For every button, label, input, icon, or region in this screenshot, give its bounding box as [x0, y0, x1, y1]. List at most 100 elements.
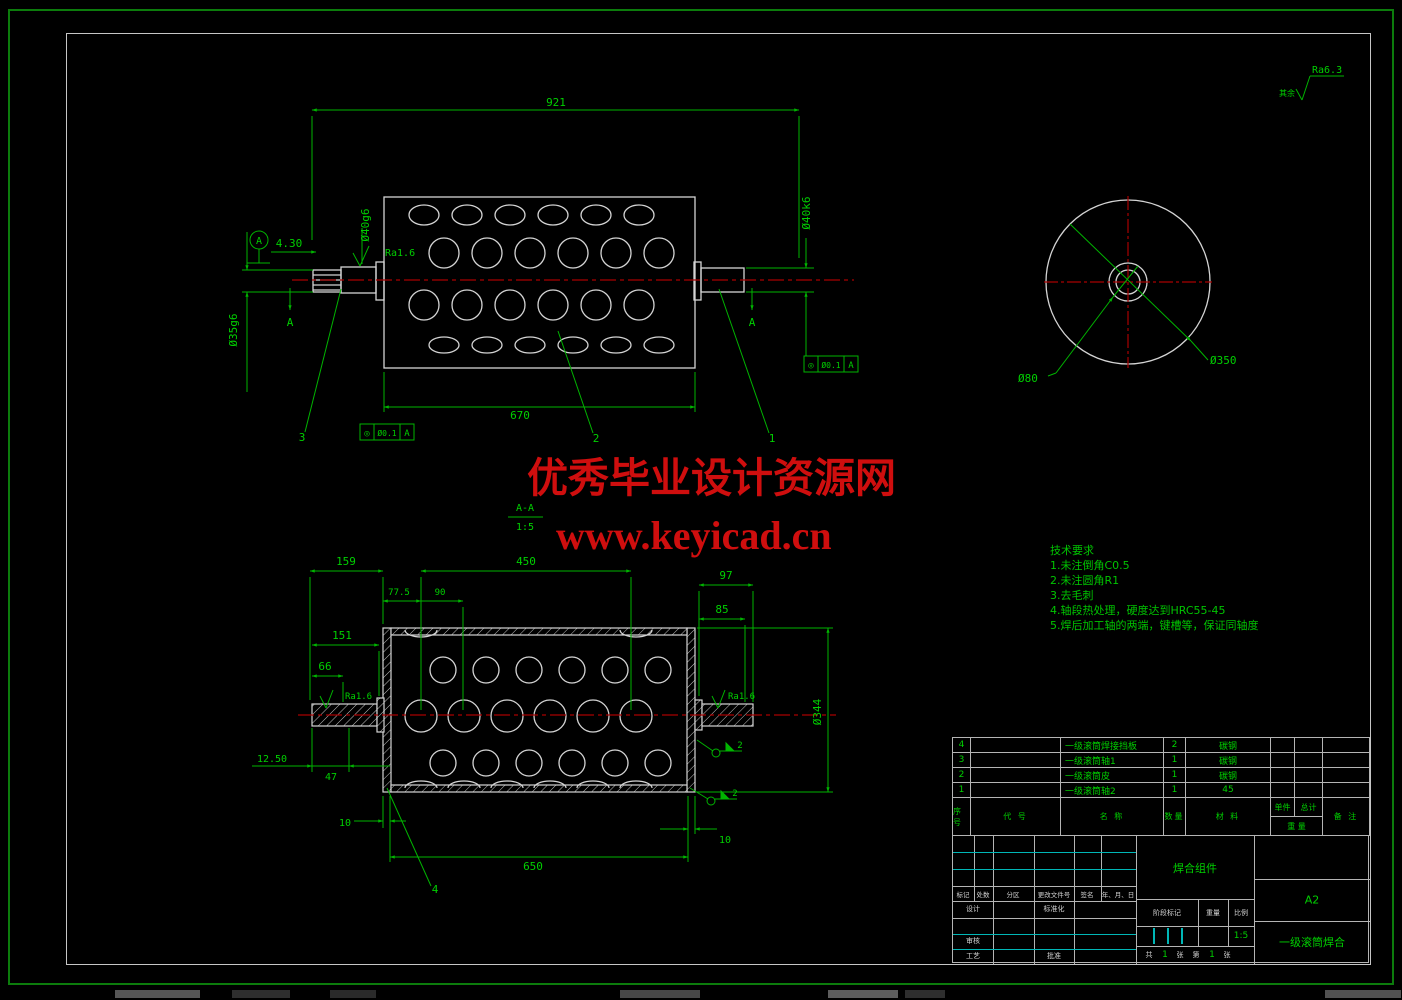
roughness-ra16-front: Ra1.6	[385, 248, 415, 259]
section-geometry	[311, 627, 754, 793]
part-code	[971, 783, 1061, 798]
part-qty: 1	[1164, 753, 1186, 768]
gtol-symbol-left: ◎	[364, 429, 370, 439]
dim-450: 450	[516, 555, 536, 568]
tb-label-standardization: 标准化	[1043, 905, 1065, 913]
part-no: 2	[953, 768, 971, 783]
front-view-dimensions	[242, 108, 859, 441]
section-title: A-A	[516, 503, 534, 514]
balloon-3: 3	[299, 431, 306, 444]
tb-label-sign: 签名	[1080, 891, 1094, 899]
dim-97: 97	[719, 569, 732, 582]
part-note	[1323, 768, 1370, 783]
tb-label-weight: 重量	[1206, 909, 1220, 917]
section-holes	[404, 629, 672, 789]
part-material: 碳钢	[1186, 738, 1271, 753]
techreq-item: 3.去毛刺	[1050, 589, 1094, 602]
part-no: 3	[953, 753, 971, 768]
tb-label-mark: 标记	[956, 891, 970, 899]
front-view: 921 670 4.30 A Ø35g6 Ø40g6 Ø40k6 Ra1.6 A…	[227, 96, 859, 445]
balloon-4: 4	[432, 883, 439, 896]
parts-header-note: 备 注	[1323, 798, 1370, 836]
tb-sheet-total: 1	[1162, 950, 1168, 960]
parts-header-total: 总计	[1295, 798, 1323, 817]
part-note	[1323, 783, 1370, 798]
taskbar-remnant	[1325, 990, 1401, 998]
dim-77-5: 77.5	[388, 588, 410, 598]
outer-green-frame	[8, 9, 1394, 985]
balloon-2: 2	[593, 432, 600, 445]
gtol-tol-left: Ø0.1	[377, 428, 396, 438]
tb-assembly-title: 焊合组件	[1173, 862, 1217, 875]
part-code	[971, 768, 1061, 783]
part-name: 一级滚筒轴2	[1061, 783, 1164, 798]
dim-650: 650	[523, 860, 543, 873]
stage-tick	[1153, 928, 1155, 944]
part-total	[1295, 783, 1323, 798]
section-labels: A-A 1:5 159 450 77.5 90 97 85 151 66 Ra1…	[257, 503, 824, 896]
part-unit	[1271, 768, 1295, 783]
section-dimensions	[252, 516, 833, 887]
tb-label-approve: 批准	[1047, 952, 1061, 960]
dim-dia35g6: Ø35g6	[227, 313, 240, 346]
techreq-title: 技术要求	[1050, 544, 1094, 557]
taskbar-remnant	[232, 990, 290, 998]
datum-a-label: A	[256, 236, 262, 247]
dim-4-30: 4.30	[276, 237, 303, 250]
taskbar-remnant	[115, 990, 200, 998]
parts-header-unit: 单件	[1271, 798, 1295, 817]
taskbar-remnant	[620, 990, 700, 998]
tb-label-zone: 分区	[1006, 891, 1020, 899]
part-unit	[1271, 738, 1295, 753]
tb-label-changefile: 更改文件号	[1037, 891, 1071, 899]
part-material: 碳钢	[1186, 753, 1271, 768]
tb-label-scale: 比例	[1234, 909, 1248, 917]
balloon-1: 1	[769, 432, 776, 445]
section-scale: 1:5	[516, 522, 534, 533]
gtol-datum-right: A	[848, 361, 854, 371]
tb-sheet-di: 第	[1192, 951, 1200, 959]
watermark-line1: 优秀毕业设计资源网	[527, 454, 896, 502]
part-name: 一级滚筒焊接挡板	[1061, 738, 1164, 753]
front-view-labels: 921 670 4.30 A Ø35g6 Ø40g6 Ø40k6 Ra1.6 A…	[227, 96, 854, 445]
part-total	[1295, 738, 1323, 753]
taskbar-remnant	[330, 990, 376, 998]
tb-sheet-current: 1	[1209, 950, 1215, 960]
title-block: 标记 处数 分区 更改文件号 签名 年、月、日 设计 标准化 审核 工艺 批准 …	[952, 835, 1370, 964]
roughness-ra16-right: Ra1.6	[728, 692, 755, 702]
part-material: 45	[1186, 783, 1271, 798]
dim-151: 151	[332, 629, 352, 642]
section-arrow-a-left: A	[287, 316, 294, 329]
dim-85: 85	[715, 603, 728, 616]
part-no: 4	[953, 738, 971, 753]
parts-header-material: 材 料	[1186, 798, 1271, 836]
dim-dia344: Ø344	[811, 698, 824, 725]
parts-header-qty: 数量	[1164, 798, 1186, 836]
gtol-tol-right: Ø0.1	[821, 360, 840, 370]
part-note	[1323, 753, 1370, 768]
dim-10-right: 10	[719, 835, 731, 846]
sheet-border	[66, 33, 1371, 965]
part-code	[971, 738, 1061, 753]
techreq-item: 4.轴段热处理，硬度达到HRC55-45	[1050, 604, 1226, 617]
weld-size-1: 2	[737, 741, 742, 751]
side-view: Ø350 Ø80	[1018, 196, 1237, 385]
tb-label-stage-mark: 阶段标记	[1153, 909, 1181, 917]
surface-note-rest: 其余	[1279, 88, 1295, 98]
dim-dia350: Ø350	[1210, 354, 1237, 367]
part-code	[971, 753, 1061, 768]
dim-921: 921	[546, 96, 566, 109]
cyan-line	[953, 949, 1136, 950]
section-arrow-a-right: A	[749, 316, 756, 329]
part-qty: 1	[1164, 783, 1186, 798]
stage-tick	[1181, 928, 1183, 944]
parts-header-no: 序号	[953, 798, 971, 836]
roughness-ra16-left: Ra1.6	[345, 692, 372, 702]
part-qty: 1	[1164, 768, 1186, 783]
side-view-leaders	[1047, 223, 1209, 377]
surface-note-value: Ra6.3	[1312, 65, 1342, 76]
side-view-centerlines	[1044, 196, 1212, 368]
tb-label-date: 年、月、日	[1101, 891, 1135, 899]
